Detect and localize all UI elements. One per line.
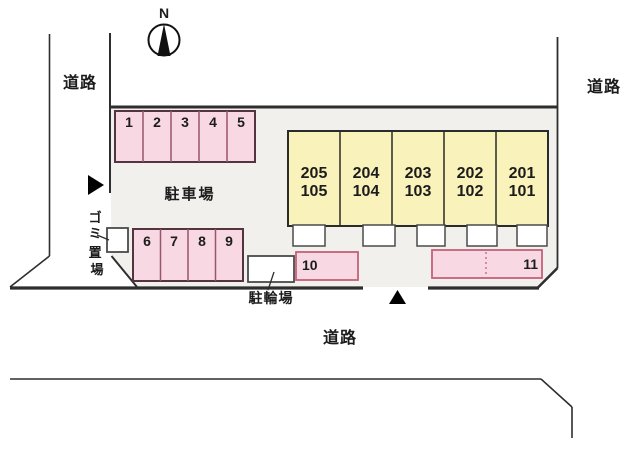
stall-number-9: 9 [225, 233, 233, 249]
unit-label-101: 101 [509, 183, 536, 200]
road-label-bottom: 道路 [323, 328, 357, 347]
parking-space-11-outline [431, 249, 543, 279]
parking-space-10: 10 [295, 251, 359, 281]
entrance-marker-left-icon [88, 175, 104, 195]
stall-number-1: 1 [125, 114, 133, 130]
parking-space-11: 11 [431, 249, 543, 279]
bicycle-parking-box [247, 255, 295, 283]
unit-label-102: 102 [457, 183, 484, 200]
road-label-right: 道路 [587, 77, 621, 96]
road-edge-left-diagonal [9, 255, 50, 288]
garbage-area: ゴ ミ 置 場 [89, 210, 129, 277]
bicycle-parking: 駐輪場 [247, 255, 295, 306]
porch-box [516, 224, 548, 247]
road-edge-bottom-right-diagonal [540, 378, 573, 408]
stall-number-3: 3 [181, 114, 189, 130]
garbage-label: ゴ ミ 置 場 [89, 210, 106, 277]
unit-label-205: 205 [301, 165, 328, 182]
unit-label-204: 204 [353, 165, 380, 182]
compass-needle-icon [157, 24, 171, 56]
parking-stalls-top-outline [114, 110, 256, 163]
unit-label-202: 202 [457, 165, 484, 182]
unit-label-104: 104 [353, 183, 380, 200]
building: 205 105 204 104 203 103 202 102 201 101 [287, 130, 549, 247]
compass-north-label: N [159, 5, 169, 21]
bicycle-parking-label: 駐輪場 [249, 290, 294, 306]
stall-number-2: 2 [153, 114, 161, 130]
garbage-box [106, 227, 129, 253]
compass: N [147, 5, 181, 57]
porch-box [416, 224, 446, 247]
unit-label-203: 203 [405, 165, 432, 182]
unit-label-201: 201 [509, 165, 536, 182]
porch-box [362, 224, 396, 247]
stall-number-4: 4 [209, 114, 217, 130]
parking-stalls-top-row: 1 2 3 4 5 [114, 110, 256, 163]
stall-number-8: 8 [198, 233, 206, 249]
building-outline [287, 130, 549, 227]
stall-number-7: 7 [170, 233, 178, 249]
stall-number-6: 6 [143, 233, 151, 249]
site-boundary-chamfer [537, 267, 559, 289]
bicycle-parking-leader-line [267, 271, 275, 291]
unit-label-105: 105 [301, 183, 328, 200]
stall-number-5: 5 [237, 114, 245, 130]
porch-box [466, 224, 498, 247]
parking-space-10-outline [295, 251, 359, 281]
road-label-left: 道路 [63, 73, 97, 92]
stall-number-10: 10 [302, 257, 318, 273]
entrance-marker-bottom-icon [389, 290, 406, 304]
parking-stalls-bottom-row: 6 7 8 9 [132, 228, 244, 282]
parking-lot-label: 駐車場 [164, 185, 215, 203]
porch-box [292, 224, 326, 247]
garbage-leader-line [96, 234, 110, 241]
unit-label-103: 103 [405, 183, 432, 200]
stall-number-11: 11 [523, 256, 538, 272]
